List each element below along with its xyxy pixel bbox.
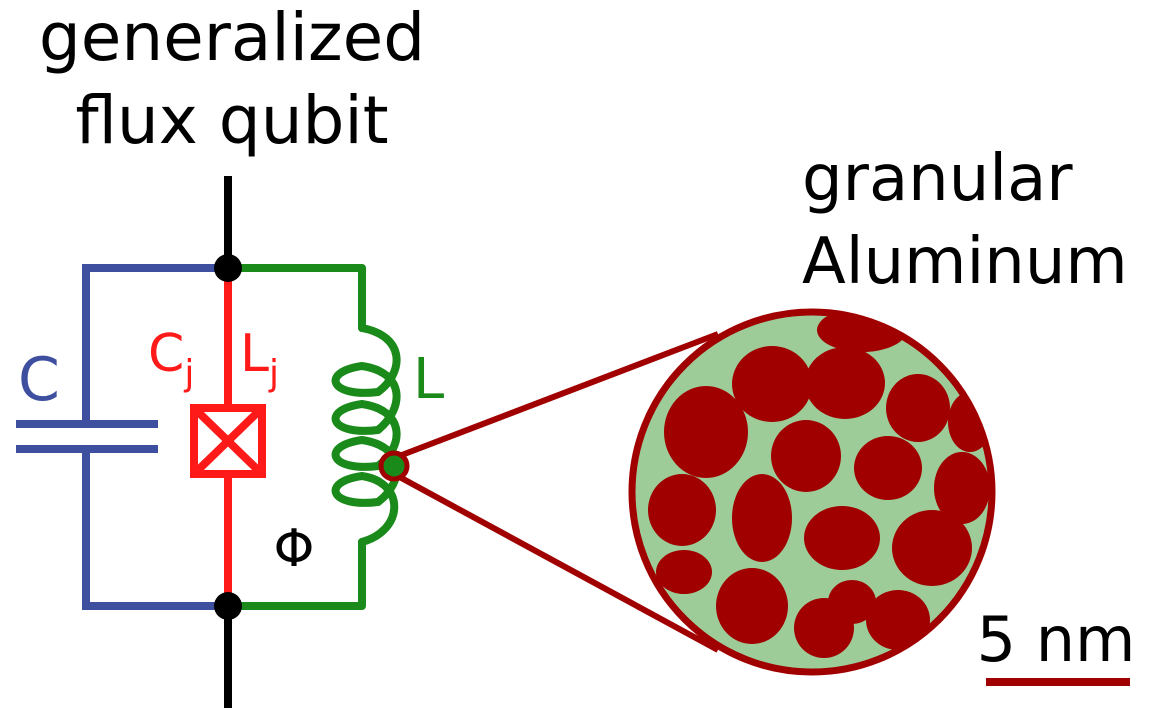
grain	[732, 346, 812, 422]
grain	[892, 510, 972, 586]
title-line-1: generalized	[39, 0, 425, 76]
inductor-coil	[331, 324, 401, 546]
capacitor-label: C	[18, 345, 60, 415]
zoom-line-bottom	[392, 471, 720, 653]
inductor-branch	[224, 264, 401, 610]
capacitor-top-wire	[82, 264, 228, 420]
grain	[716, 568, 788, 644]
grain	[886, 374, 950, 442]
junction-capacitance-label: Cj	[148, 324, 194, 394]
grain	[656, 550, 712, 594]
grain	[732, 474, 792, 562]
junction-cross-2	[191, 405, 265, 477]
material-line-2: Aluminum	[802, 225, 1128, 299]
grain	[648, 474, 716, 546]
scale-bar-label: 5 nm	[977, 603, 1136, 676]
grain	[828, 580, 876, 624]
node-bottom	[214, 592, 242, 620]
zoom-lines	[392, 331, 720, 653]
material-line-1: granular	[802, 142, 1073, 216]
zoom-origin-circle	[378, 450, 410, 482]
granular-aluminum-view	[628, 308, 996, 676]
inductor-label: L	[413, 347, 444, 412]
junction-branch	[190, 268, 266, 606]
inductor-bottom-wire	[224, 538, 366, 610]
josephson-junction-box	[190, 404, 266, 478]
flux-label: Φ	[274, 519, 315, 579]
grain	[771, 420, 841, 492]
grain	[866, 590, 930, 650]
capacitor-bottom-wire	[82, 449, 228, 610]
grain	[854, 436, 922, 500]
grain	[934, 452, 990, 524]
view-border	[628, 308, 996, 676]
inductor-top-wire	[224, 264, 366, 332]
capacitor-branch	[16, 264, 228, 610]
node-top	[214, 254, 242, 282]
junction-inductance-label: Lj	[240, 324, 279, 394]
zoom-line-top	[392, 331, 720, 461]
grains	[648, 312, 992, 658]
grain	[804, 506, 880, 570]
title-line-2: flux qubit	[75, 82, 388, 159]
grain	[664, 386, 748, 478]
grain	[805, 347, 885, 419]
